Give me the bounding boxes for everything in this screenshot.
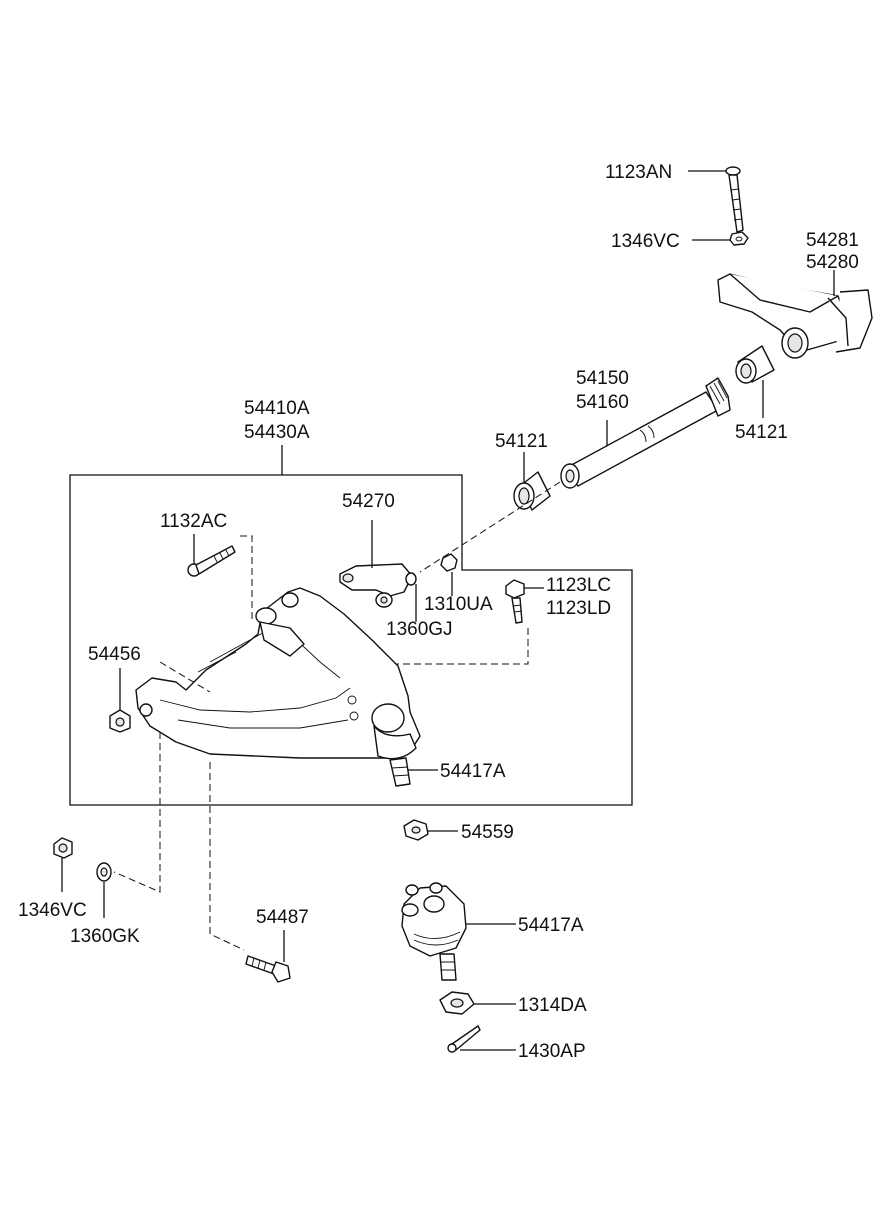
label-54150: 54150 (576, 368, 629, 389)
nut-1314DA (439, 991, 475, 1015)
dashed-54487 (209, 762, 245, 951)
axis-dashed-line (419, 481, 561, 573)
label-54430A: 54430A (244, 422, 310, 443)
label-1123LD: 1123LD (546, 598, 611, 619)
bolt-1123LC (505, 579, 525, 624)
label-1346VC-bottom: 1346VC (18, 900, 87, 921)
dashed-1360GK (113, 732, 161, 893)
label-1346VC-top: 1346VC (611, 231, 680, 252)
label-54121-right: 54121 (735, 422, 788, 443)
label-54456: 54456 (88, 644, 141, 665)
bolt-1123AN (725, 166, 744, 233)
label-1123LC: 1123LC (546, 575, 611, 596)
upper-control-arm (135, 587, 421, 787)
bolt-54487 (245, 955, 291, 983)
nut-54559 (403, 819, 429, 841)
label-1430AP: 1430AP (518, 1041, 586, 1062)
bushing-54121-right (735, 345, 775, 384)
washer-1360GK (96, 862, 112, 882)
nut-1346VC-bottom (53, 837, 73, 859)
label-1310UA: 1310UA (424, 594, 493, 615)
label-54559: 54559 (461, 822, 514, 843)
washer-1360GJ (405, 572, 417, 586)
label-1314DA: 1314DA (518, 995, 587, 1016)
label-54280: 54280 (806, 252, 859, 273)
bracket-54280 (717, 273, 873, 359)
dashed-54456-upper (159, 661, 211, 693)
nut-54456 (109, 709, 131, 733)
dashed-1132AC (240, 535, 253, 622)
label-54121-left: 54121 (495, 431, 548, 452)
label-1123AN: 1123AN (605, 162, 672, 183)
bushing-54121-left (513, 471, 551, 511)
label-1132AC: 1132AC (160, 511, 227, 532)
assembly-frame (69, 474, 633, 806)
label-54281: 54281 (806, 230, 859, 251)
ball-joint-54417A (401, 882, 467, 981)
nut-1310UA (440, 553, 458, 572)
bolt-1132AC (187, 545, 236, 577)
label-54410A: 54410A (244, 398, 310, 419)
shaft-54150 (560, 377, 731, 489)
arm-54270 (339, 563, 413, 608)
label-54487: 54487 (256, 907, 309, 928)
label-54160: 54160 (576, 392, 629, 413)
label-1360GJ: 1360GJ (386, 619, 453, 640)
label-1360GK: 1360GK (70, 926, 140, 947)
cotter-pin-1430AP (447, 1025, 481, 1053)
label-54270: 54270 (342, 491, 395, 512)
nut-1346VC-top (729, 231, 749, 246)
label-54417A-bottom: 54417A (518, 915, 584, 936)
label-54417A-top: 54417A (440, 761, 506, 782)
